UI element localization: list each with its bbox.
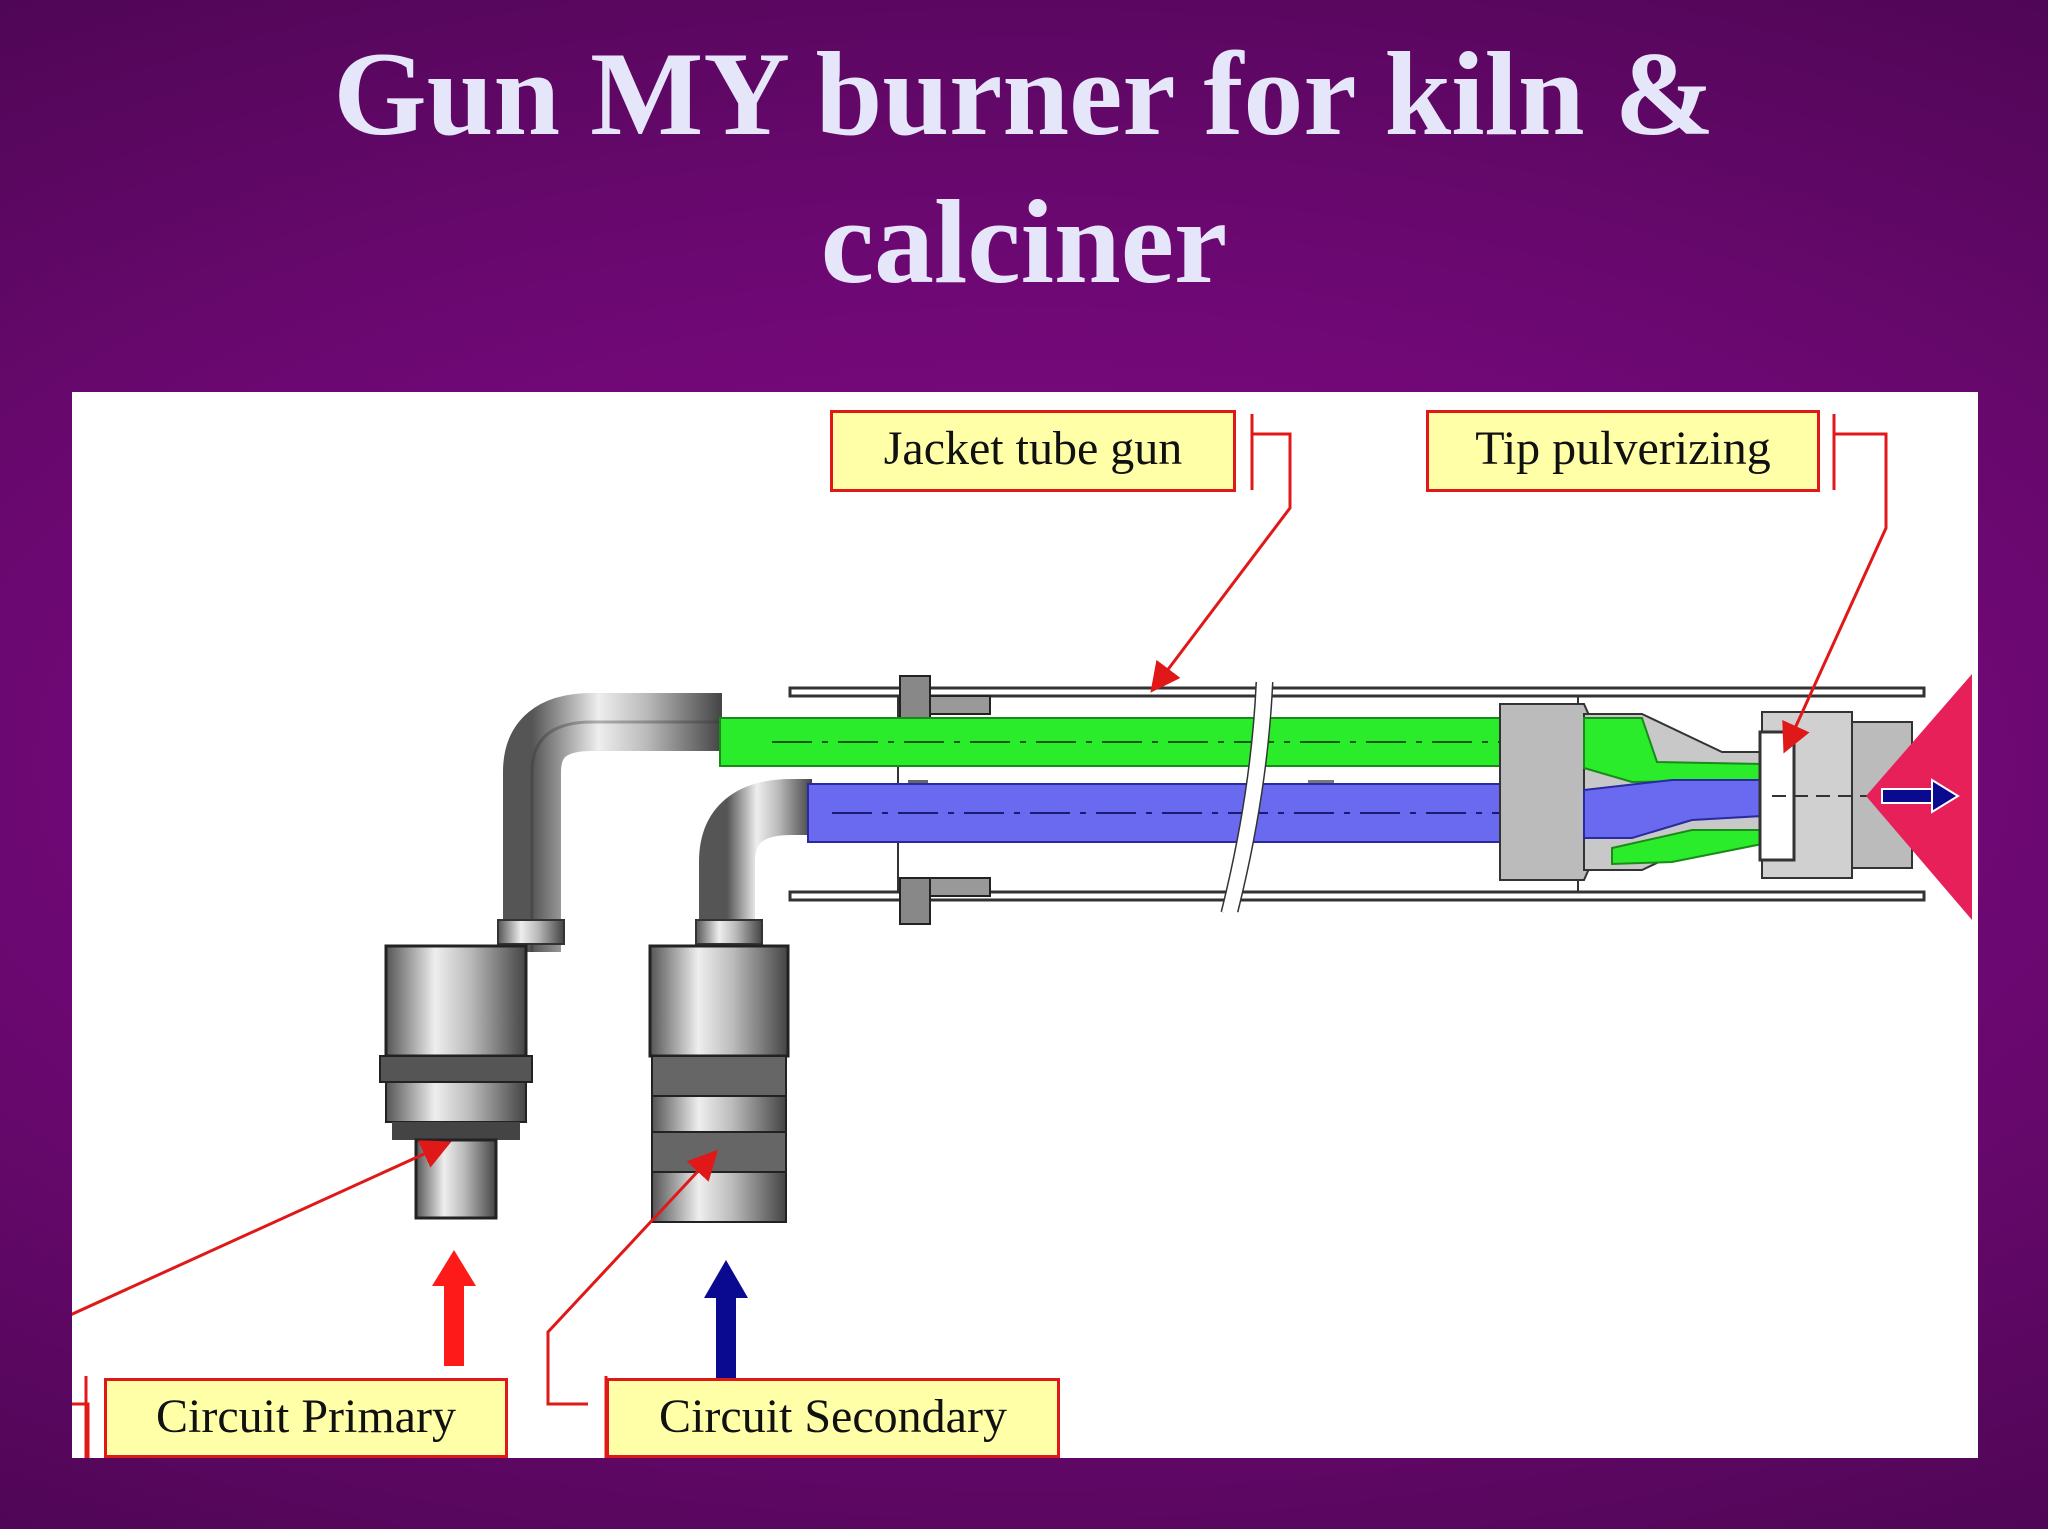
title-line-1: Gun MY burner for kiln & xyxy=(333,27,1715,160)
burner-diagram-panel: Jacket tube gun Tip pulverizing Circuit … xyxy=(72,392,1978,1458)
label-jacket-tube-gun-text: Jacket tube gun xyxy=(883,422,1183,475)
label-tip-pulverizing: Tip pulverizing xyxy=(1426,410,1820,492)
label-jacket-tube-gun: Jacket tube gun xyxy=(830,410,1236,492)
title-line-2: calciner xyxy=(820,175,1228,308)
leader-lines xyxy=(72,414,1888,1458)
label-circuit-primary-text: Circuit Primary xyxy=(156,1390,456,1443)
slide-title: Gun MY burner for kiln & calciner xyxy=(0,20,2048,316)
secondary-inlet-arrow xyxy=(704,1260,748,1380)
primary-coupling xyxy=(379,919,565,1220)
primary-inlet-arrow xyxy=(432,1250,476,1366)
label-circuit-secondary: Circuit Secondary xyxy=(606,1378,1060,1458)
label-tip-pulverizing-text: Tip pulverizing xyxy=(1475,422,1771,475)
label-circuit-secondary-text: Circuit Secondary xyxy=(659,1390,1007,1443)
burner-diagram xyxy=(72,414,1972,1458)
secondary-pipe xyxy=(699,779,1589,952)
primary-pipe xyxy=(503,693,1585,952)
nozzle-body xyxy=(1499,703,1932,881)
secondary-coupling xyxy=(648,919,790,1223)
flow-out-arrow xyxy=(1881,778,1960,814)
jacket-tube xyxy=(788,675,1926,925)
label-circuit-primary: Circuit Primary xyxy=(104,1378,508,1458)
